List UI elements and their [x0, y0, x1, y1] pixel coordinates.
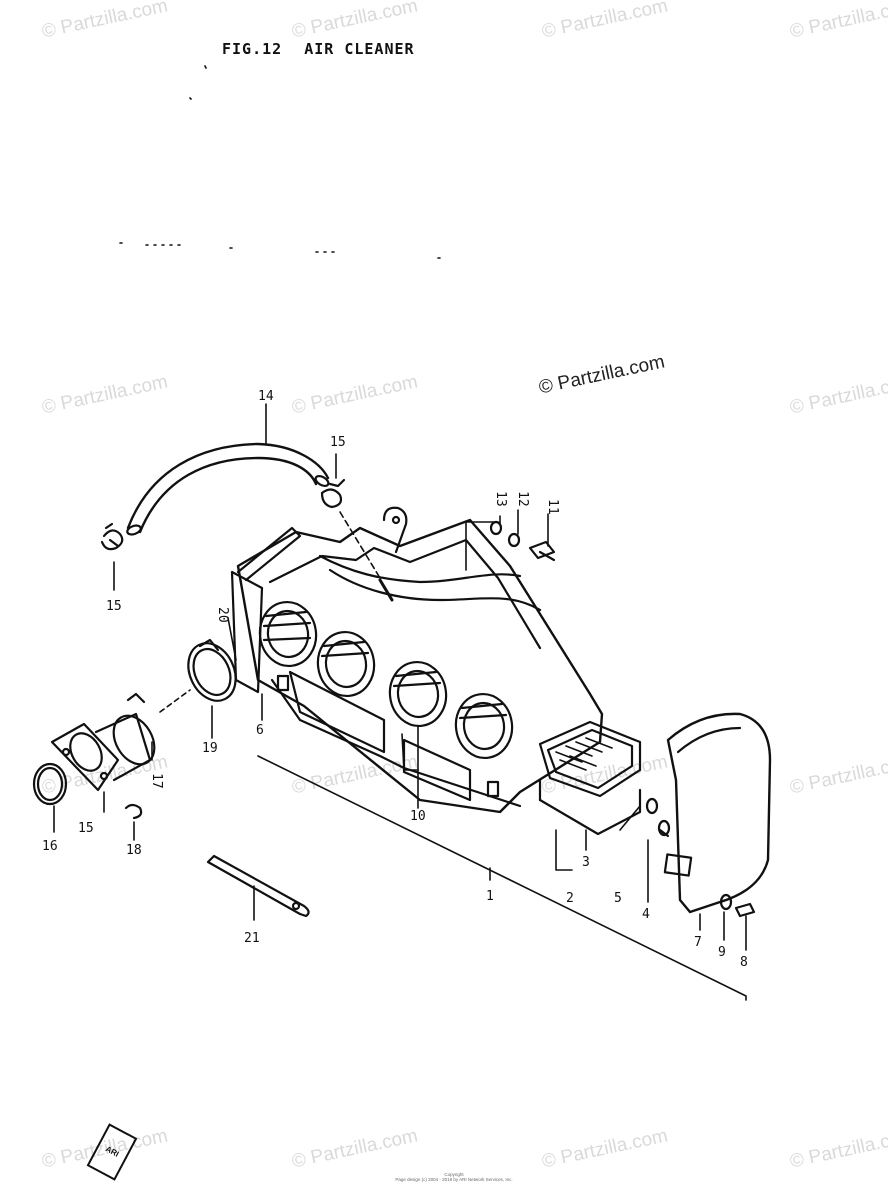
callout-15: 15 [330, 435, 346, 450]
callout-3: 3 [582, 855, 590, 870]
footer-page-design: Page design (c) 2004 - 2019 by ARI Netwo… [395, 1177, 513, 1182]
callout-5: 5 [614, 891, 622, 906]
callout-6: 6 [256, 723, 264, 738]
callout-12: 12 [515, 491, 530, 507]
callout-13: 13 [493, 491, 508, 507]
callout-22: 21 [244, 931, 260, 946]
callout-11: 11 [545, 499, 560, 515]
hardware [489, 520, 756, 918]
callout-20: 19 [202, 741, 218, 756]
intake-joint [32, 692, 156, 820]
footer-copyright: Copyright [444, 1172, 464, 1177]
callout-17: 16 [42, 839, 58, 854]
figure-name: AIR CLEANER [304, 40, 415, 58]
leader-lines [53, 403, 747, 1001]
hose-clamp [100, 478, 346, 551]
callout-8: 8 [740, 955, 748, 970]
intake-socket [454, 692, 514, 760]
callout-10: 10 [410, 809, 426, 824]
callout-9: 9 [718, 945, 726, 960]
callout-19: 18 [126, 843, 142, 858]
callout-16: 15 [78, 821, 94, 836]
callout-18: 17 [149, 773, 164, 789]
intake-socket [258, 600, 318, 668]
page-footer: Copyright Page design (c) 2004 - 2019 by… [384, 1172, 524, 1182]
callout-21: 20 [215, 607, 230, 623]
callout-4: 4 [642, 907, 650, 922]
callout-14: 14 [258, 389, 274, 404]
figure-number: FIG.12 [222, 40, 283, 58]
callout-1: 1 [486, 889, 494, 904]
intake-socket [316, 630, 376, 698]
callout-7: 7 [694, 935, 702, 950]
callout-15: 15 [106, 599, 122, 614]
clamp-band [187, 638, 237, 702]
intake-socket [388, 660, 448, 728]
callout-2: 2 [566, 891, 574, 906]
figure-title: FIG.12 AIR CLEANER [222, 40, 415, 58]
strap [206, 854, 310, 918]
breather-hose [126, 442, 330, 536]
callout-labels: 14 15 15 13 12 11 20 19 6 17 15 16 18 10… [42, 389, 748, 970]
air-cleaner-cover [663, 712, 772, 914]
filter-element [538, 720, 642, 836]
scan-specks [119, 65, 441, 259]
